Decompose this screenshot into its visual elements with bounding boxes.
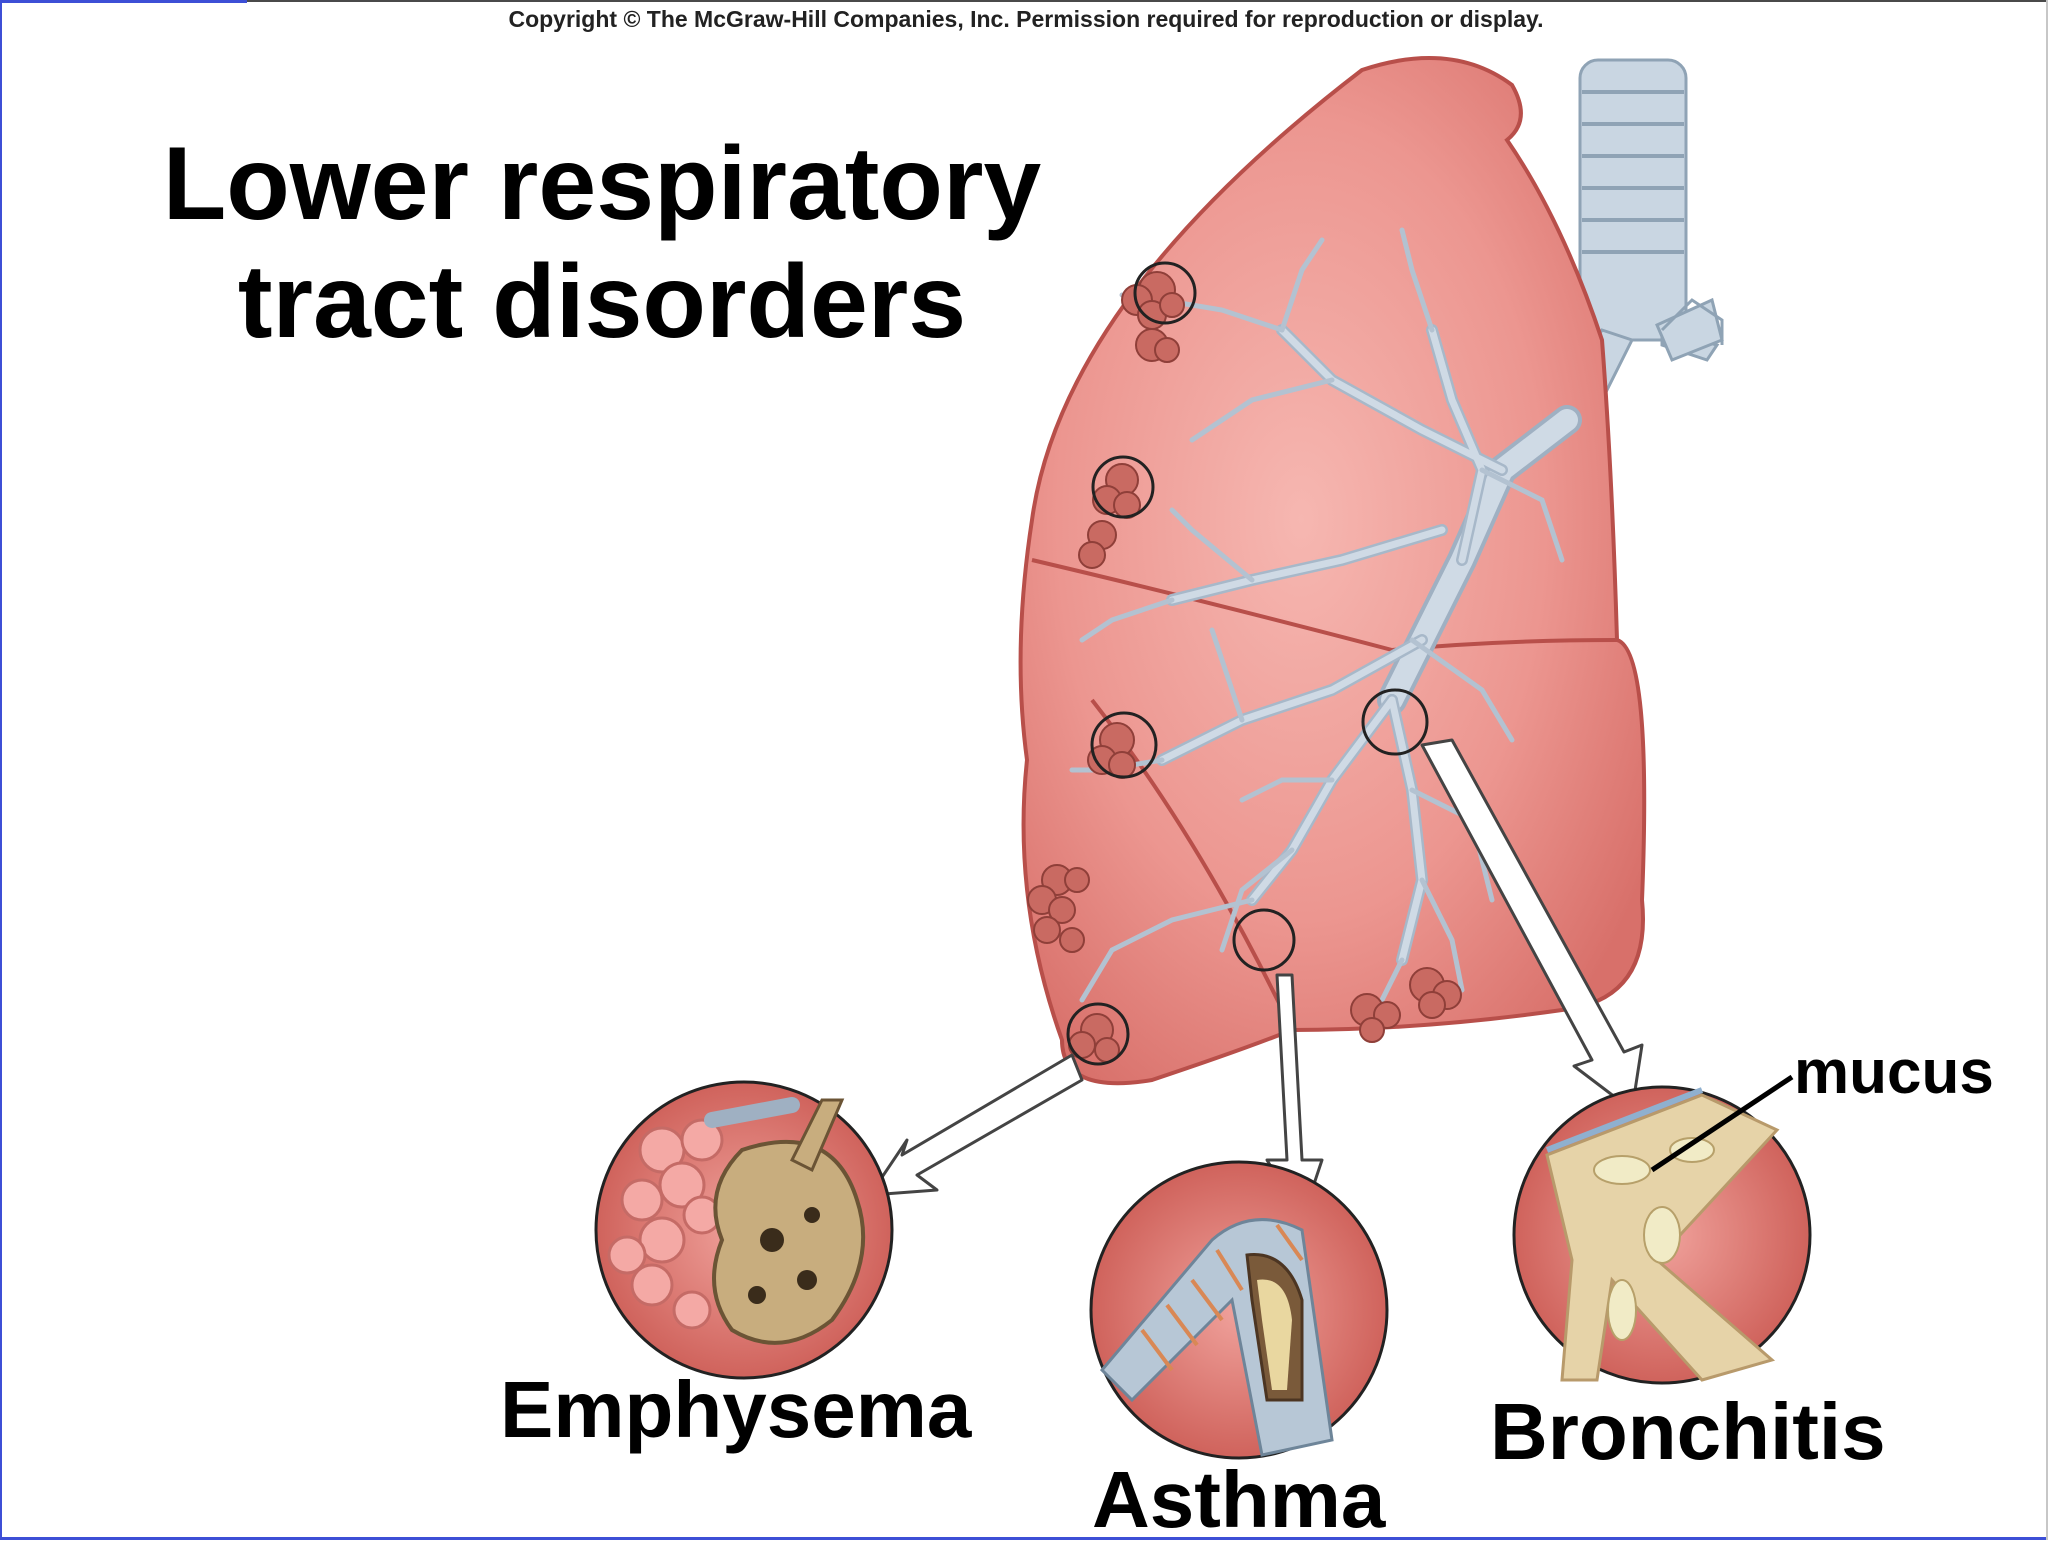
highlight-circles bbox=[1066, 261, 1429, 1066]
top-accent-bar bbox=[2, 0, 247, 3]
label-bronchitis: Bronchitis bbox=[1490, 1387, 1886, 1476]
asthma-inset bbox=[1089, 1160, 1389, 1460]
callout-arrows bbox=[868, 738, 1644, 1222]
arrow-bronchitis bbox=[1420, 738, 1644, 1112]
emphysema-inset bbox=[594, 1080, 894, 1380]
label-asthma: Asthma bbox=[1092, 1455, 1386, 1544]
copyright-notice: Copyright © The McGraw-Hill Companies, I… bbox=[508, 6, 1544, 32]
bronchial-tree bbox=[1069, 227, 1582, 1003]
bronchitis-inset bbox=[1512, 1085, 1812, 1385]
diagram-title: Lower respiratory tract disorders bbox=[112, 125, 1092, 361]
mucus-leader-line bbox=[1650, 1074, 1794, 1173]
label-mucus: mucus bbox=[1794, 1038, 1994, 1107]
right-border-line bbox=[2046, 0, 2048, 1540]
arrow-emphysema bbox=[868, 1053, 1084, 1197]
top-border-line bbox=[247, 0, 2048, 2]
label-emphysema: Emphysema bbox=[500, 1365, 972, 1454]
alveoli-clusters bbox=[1027, 271, 1462, 1063]
title-line-1: Lower respiratory bbox=[162, 126, 1042, 242]
title-line-2: tract disorders bbox=[237, 244, 967, 360]
trachea bbox=[1544, 58, 1724, 443]
